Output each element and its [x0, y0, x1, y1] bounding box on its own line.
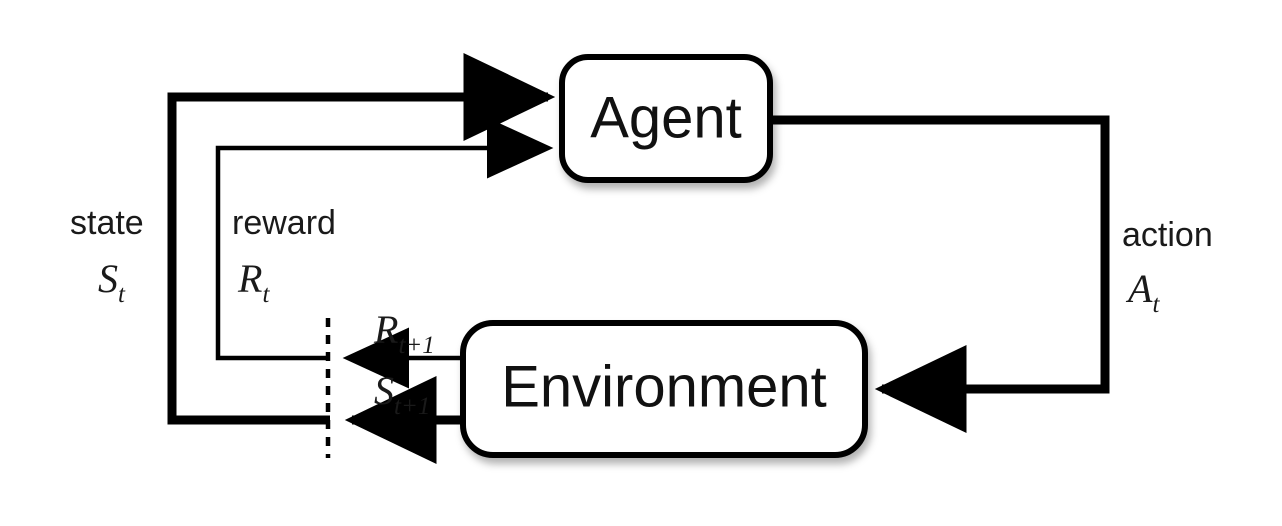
edge-reward[interactable]: [215, 117, 554, 361]
state-line: [167, 52, 556, 425]
next-reward-symbol: Rt+1: [373, 307, 435, 359]
state-symbol-sub: t: [118, 281, 126, 308]
agent-label: Agent: [590, 85, 742, 150]
state-symbol-base: S: [98, 256, 118, 301]
reward-symbol: Rt: [237, 256, 270, 308]
state-symbol: St: [98, 256, 126, 308]
node-agent[interactable]: Agent: [559, 54, 773, 183]
environment-label: Environment: [501, 354, 827, 419]
node-environment[interactable]: Environment: [460, 320, 868, 458]
action-symbol-sub: t: [1152, 291, 1160, 318]
state-word: state: [70, 204, 144, 242]
action-symbol: At: [1125, 266, 1160, 318]
next-reward-symbol-sub: t+1: [398, 332, 434, 359]
label-action: action At: [1122, 216, 1213, 318]
label-next-state: St+1: [374, 368, 430, 420]
reward-symbol-sub: t: [262, 281, 270, 308]
reward-word: reward: [232, 204, 336, 242]
edge-state[interactable]: [167, 52, 556, 425]
edge-action[interactable]: [770, 115, 1110, 434]
label-reward: reward Rt: [232, 204, 336, 308]
label-next-reward: Rt+1: [373, 307, 435, 359]
next-reward-symbol-base: R: [373, 307, 398, 352]
action-symbol-base: A: [1125, 266, 1153, 311]
label-state: state St: [70, 204, 144, 308]
next-state-symbol-base: S: [374, 368, 394, 413]
next-state-symbol: St+1: [374, 368, 430, 420]
next-state-symbol-sub: t+1: [394, 393, 430, 420]
reward-line: [215, 117, 554, 361]
action-line: [770, 115, 1110, 434]
action-word: action: [1122, 216, 1213, 254]
environment-box: [460, 320, 868, 458]
reward-symbol-base: R: [237, 256, 262, 301]
